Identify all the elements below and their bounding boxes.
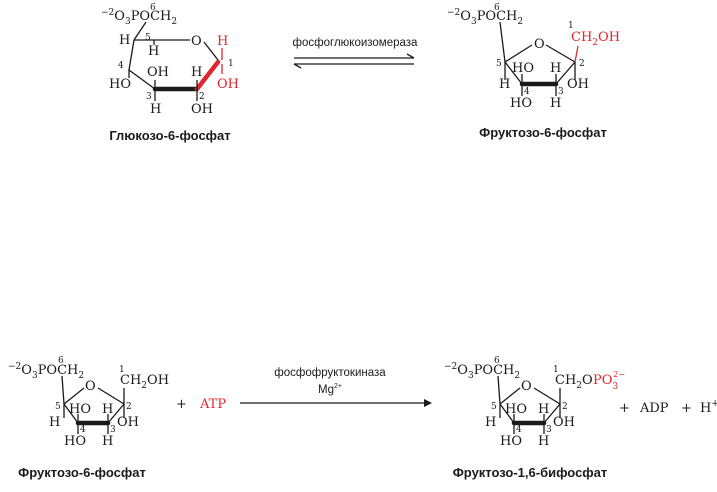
label-c6: 6 xyxy=(494,3,500,13)
h-c5: H xyxy=(119,33,130,48)
forward-arrow xyxy=(240,399,432,407)
label-c4: 4 xyxy=(516,425,522,435)
oh-c2: OH xyxy=(553,415,575,430)
label-c3: 3 xyxy=(546,425,552,435)
fructose-1-6-bisphosphate-structure: 6 −2O3POCH2 1 CH2O PO32− O 5 2 H OH HO H… xyxy=(444,356,625,449)
h-c3: H xyxy=(538,434,549,449)
enzyme-isomerase-label: фосфоглюкоизомераза xyxy=(293,37,418,49)
fructose-6-phosphate-structure-2: 6 −2O3POCH2 1 CH2OH O 5 2 H OH HO H 4 3 … xyxy=(8,356,169,449)
ch2oh-red: CH2OH xyxy=(571,30,620,48)
ho-c4-bottom: HO xyxy=(64,434,86,449)
h-c4: H xyxy=(148,44,159,59)
ho-c4-top: HO xyxy=(505,402,527,417)
phosphate-group-label: −2O3POCH2 xyxy=(8,362,84,381)
h-c3: H xyxy=(150,102,161,117)
ring-oxygen: O xyxy=(521,379,532,394)
label-c4: 4 xyxy=(80,425,86,435)
h-c5: H xyxy=(499,77,510,92)
label-c5: 5 xyxy=(145,33,151,43)
oh-c1-red: OH xyxy=(217,77,239,92)
oh-c2: OH xyxy=(117,415,139,430)
ho-c4: HO xyxy=(109,77,131,92)
ring-oxygen: O xyxy=(85,379,96,394)
h-c3-top: H xyxy=(550,61,561,76)
h-c3: H xyxy=(550,96,561,111)
fructose-6-phosphate-caption-2: Фруктозо-6-фосфат xyxy=(18,465,146,480)
h-c1-red: H xyxy=(217,34,228,49)
ring-oxygen: O xyxy=(534,37,545,52)
h-c5: H xyxy=(49,415,60,430)
atp-label: ATP xyxy=(199,397,226,412)
ch2oh: CH2OH xyxy=(120,373,169,391)
label-c2: 2 xyxy=(199,92,205,102)
label-c1: 1 xyxy=(568,21,574,31)
label-c1: 1 xyxy=(119,365,125,375)
ch2o-group: CH2O xyxy=(555,373,593,391)
proton-label: H+ xyxy=(700,399,717,416)
label-c4: 4 xyxy=(524,87,530,97)
fructose-1-6-bisphosphate-caption: Фруктозо-1,6-бифосфат xyxy=(453,465,608,480)
phosphate-group-label: −2O3POCH2 xyxy=(444,362,520,381)
ho-c4-bottom: HO xyxy=(510,96,532,111)
label-c6: 6 xyxy=(58,356,64,366)
label-c6: 6 xyxy=(150,3,156,13)
plus-sign-3: + xyxy=(681,401,692,416)
h-c3: H xyxy=(102,434,113,449)
h-c2: H xyxy=(191,65,202,80)
label-c3: 3 xyxy=(558,87,564,97)
ho-c4-top: HO xyxy=(69,402,91,417)
glucose-6-phosphate-structure: 6 −2O3POCH2 5 O H H 4 HO OH 3 H H 2 OH 1… xyxy=(101,3,239,117)
label-c2: 2 xyxy=(562,402,568,412)
label-c2: 2 xyxy=(579,59,585,69)
phosphate-group-label: −2O3POCH2 xyxy=(101,8,177,27)
label-c3: 3 xyxy=(110,425,116,435)
label-c3: 3 xyxy=(146,92,152,102)
label-c5: 5 xyxy=(496,59,502,69)
oh-c2: OH xyxy=(191,102,213,117)
label-c6: 6 xyxy=(494,356,500,366)
h-c3-top: H xyxy=(538,402,549,417)
plus-sign-1: + xyxy=(176,397,187,412)
fructose-6-phosphate-caption: Фруктозо-6-фосфат xyxy=(479,125,607,140)
oh-c2: OH xyxy=(567,77,589,92)
oh-c3: OH xyxy=(147,65,169,80)
h-c5: H xyxy=(485,415,496,430)
ho-c4-top: HO xyxy=(512,61,534,76)
label-c5: 5 xyxy=(491,402,497,412)
label-c5: 5 xyxy=(55,402,61,412)
h-c3-top: H xyxy=(102,402,113,417)
ho-c4-bottom: HO xyxy=(500,434,522,449)
plus-sign-2: + xyxy=(619,401,630,416)
adp-label: ADP xyxy=(639,401,669,416)
label-c1: 1 xyxy=(228,59,234,69)
label-c4: 4 xyxy=(118,61,124,71)
ring-oxygen: O xyxy=(191,34,202,49)
cofactor-label: Mg2+ xyxy=(318,383,342,396)
glucose-6-phosphate-caption: Глюкозо-6-фосфат xyxy=(109,128,230,143)
phosphate-group-label: −2O3POCH2 xyxy=(447,8,523,27)
phosphate-red: PO32− xyxy=(593,370,625,392)
enzyme-kinase-label: фосфофруктокиназа xyxy=(274,367,386,379)
label-c2: 2 xyxy=(126,402,132,412)
fructose-6-phosphate-structure-1: 6 −2O3POCH2 1 CH2OH O 5 2 H OH HO H 4 3 … xyxy=(447,3,620,111)
equilibrium-arrows xyxy=(293,53,415,69)
label-c1: 1 xyxy=(553,365,559,375)
